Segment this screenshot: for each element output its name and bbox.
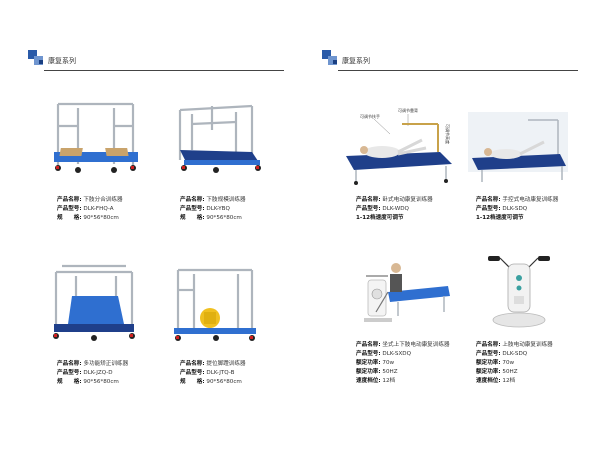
section-header: 康复系列: [322, 46, 578, 76]
product-image-jzq: [46, 262, 141, 352]
header-square-icon: [34, 56, 43, 65]
product-specs: 产品名称: 上肢电动康复训练器 产品型号: DLK-SDQ 额定功率: 70w …: [476, 342, 553, 384]
product-specs: 产品名称: 多功能矫正训练器 产品型号: DLK-JZQ-D 规 格: 90*5…: [57, 361, 129, 385]
header-rule: [338, 70, 578, 71]
product-specs: 产品名称: 下肢分合训练器 产品型号: DLK-FHQ-A 规 格: 90*56…: [57, 197, 123, 221]
section-header: 康复系列: [28, 46, 284, 76]
product-specs: 产品名称: 手控式电动康复训练器 产品型号: DLK-SDQ 1-12档速度可调…: [476, 197, 559, 221]
product-image-sdq: [468, 112, 568, 188]
left-page: 康复系列 产品名称: 下肢分合训练器 产品型号: DLK-FHQ-A 规 格: …: [28, 46, 284, 385]
diagram-label: 可调节高度: [445, 124, 451, 144]
section-title: 康复系列: [48, 57, 76, 65]
header-square-icon: [28, 50, 37, 59]
diagram-label: 可调节靠背: [398, 107, 418, 113]
right-page: 康复系列 可调节扶手 可调节靠背 可调节高度 产品名称: 卧式电动康复训练器 产…: [300, 0, 600, 450]
section-title: 康复系列: [342, 57, 370, 65]
product-image-sxdq: [358, 256, 450, 336]
header-rule: [44, 70, 284, 71]
product-specs: 产品名称: 下肢规模训练器 产品型号: DLK-YBQ 规 格: 90*56*8…: [180, 197, 246, 221]
product-image-jtq: [168, 262, 263, 352]
header-square-icon: [328, 56, 337, 65]
product-specs: 产品名称: 提位脚蹬训练器 产品型号: DLK-JTQ-B 规 格: 90*56…: [180, 361, 246, 385]
product-image-ybq: [172, 100, 267, 188]
diagram-label: 可调节扶手: [360, 113, 380, 119]
product-image-sdq-upper: [484, 248, 554, 334]
product-specs: 产品名称: 坐式上下肢电动康复训练器 产品型号: DLK-SXDQ 额定功率: …: [356, 342, 450, 384]
header-square-icon: [322, 50, 331, 59]
product-specs: 产品名称: 卧式电动康复训练器 产品型号: DLK-WDQ 1-12档速度可调节: [356, 197, 433, 221]
product-image-wdq: 可调节扶手 可调节靠背 可调节高度: [342, 104, 462, 188]
product-image-fhq: [48, 96, 143, 186]
header-square-icon: [333, 60, 337, 64]
header-square-icon: [39, 60, 43, 64]
